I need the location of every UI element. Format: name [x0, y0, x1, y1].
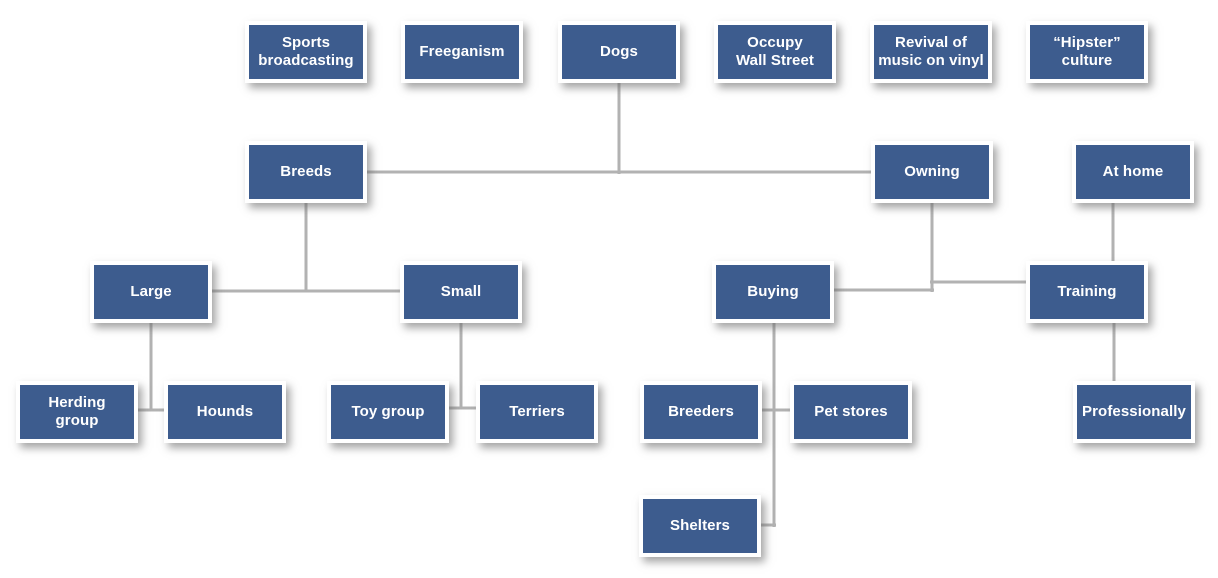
- node-revival-of-music-on-vinyl: Revival of music on vinyl: [870, 21, 992, 83]
- node-hipster-culture: “Hipster” culture: [1026, 21, 1148, 83]
- node-label-large: Large: [130, 283, 172, 300]
- node-professionally: Professionally: [1073, 381, 1195, 443]
- node-freeganism: Freeganism: [401, 21, 523, 83]
- node-dogs: Dogs: [558, 21, 680, 83]
- node-label-sports-broadcasting: Sports broadcasting: [258, 34, 354, 69]
- node-label-herding-group: Herding group: [48, 394, 106, 429]
- node-sports-broadcasting: Sports broadcasting: [245, 21, 367, 83]
- node-small: Small: [400, 261, 522, 323]
- node-label-hipster-culture: “Hipster” culture: [1053, 34, 1121, 69]
- node-breeds: Breeds: [245, 141, 367, 203]
- node-label-at-home: At home: [1102, 163, 1164, 180]
- node-label-training: Training: [1057, 283, 1117, 300]
- node-label-owning: Owning: [904, 163, 960, 180]
- node-at-home: At home: [1072, 141, 1194, 203]
- node-label-small: Small: [440, 283, 482, 300]
- node-label-terriers: Terriers: [509, 403, 565, 420]
- node-hounds: Hounds: [164, 381, 286, 443]
- node-label-breeds: Breeds: [280, 163, 332, 180]
- node-training: Training: [1026, 261, 1148, 323]
- node-large: Large: [90, 261, 212, 323]
- node-breeders: Breeders: [640, 381, 762, 443]
- node-occupy-wall-street: Occupy Wall Street: [714, 21, 836, 83]
- node-label-breeders: Breeders: [668, 403, 734, 420]
- node-label-toy-group: Toy group: [351, 403, 425, 420]
- node-herding-group: Herding group: [16, 381, 138, 443]
- node-label-freeganism: Freeganism: [419, 43, 505, 60]
- node-owning: Owning: [871, 141, 993, 203]
- node-label-shelters: Shelters: [670, 517, 730, 534]
- node-label-professionally: Professionally: [1082, 403, 1186, 420]
- node-terriers: Terriers: [476, 381, 598, 443]
- node-label-occupy-wall-street: Occupy Wall Street: [735, 34, 815, 69]
- node-shelters: Shelters: [639, 495, 761, 557]
- node-label-revival-of-music-on-vinyl: Revival of music on vinyl: [878, 34, 984, 69]
- node-label-pet-stores: Pet stores: [814, 403, 888, 420]
- node-pet-stores: Pet stores: [790, 381, 912, 443]
- node-label-dogs: Dogs: [600, 43, 638, 60]
- node-label-hounds: Hounds: [196, 403, 254, 420]
- node-buying: Buying: [712, 261, 834, 323]
- node-label-buying: Buying: [747, 283, 799, 300]
- node-toy-group: Toy group: [327, 381, 449, 443]
